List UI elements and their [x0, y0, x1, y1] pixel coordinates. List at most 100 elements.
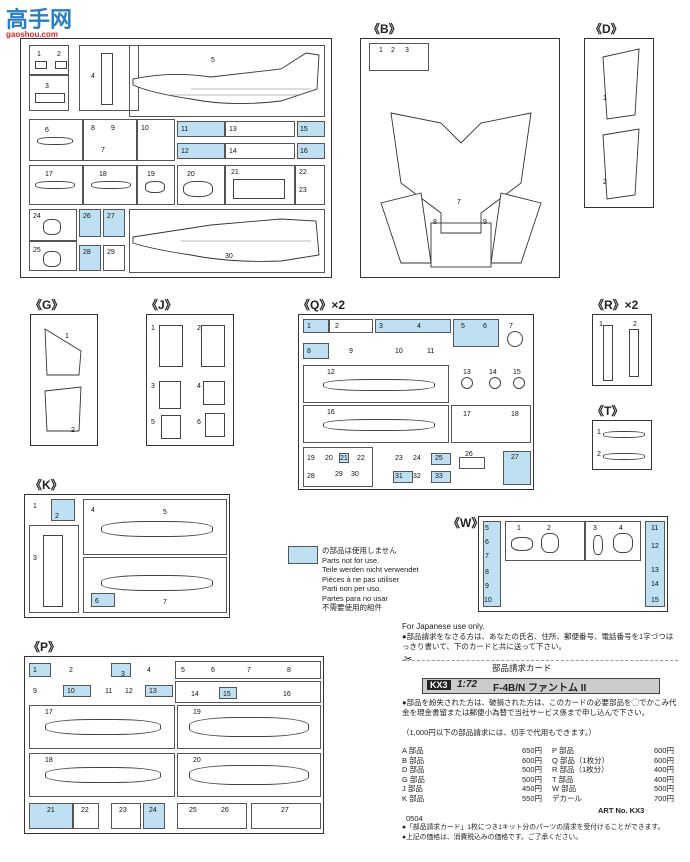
p-num-7: 7: [247, 667, 251, 674]
p-num-21: 21: [47, 807, 55, 814]
logo-text: 高手网: [6, 8, 73, 33]
w-num-13: 13: [651, 567, 659, 574]
label-r: 《R》×2: [592, 298, 639, 312]
part-q15: [513, 377, 525, 389]
w-num-1: 1: [517, 525, 521, 532]
t-num-1: 1: [597, 429, 601, 436]
a-cell-6: [29, 119, 83, 161]
part-w4: [613, 533, 633, 553]
cut-line: [402, 660, 678, 661]
w-num-4: 4: [619, 525, 623, 532]
j-num-1: 1: [151, 325, 155, 332]
p-num-22: 22: [81, 807, 89, 814]
q-cell-21-unused: [339, 453, 349, 463]
q-num-11: 11: [427, 348, 435, 355]
a-num-8: 8: [91, 125, 95, 132]
a-num-19: 19: [147, 171, 155, 178]
q-num-28: 28: [307, 473, 315, 480]
w-num-10: 10: [484, 597, 492, 604]
scissors-icon: ✂: [404, 654, 413, 665]
part-j6: [205, 413, 225, 437]
w-num-5: 5: [485, 525, 489, 532]
a-num-10: 10: [141, 125, 149, 132]
code-number: 0504: [406, 814, 423, 823]
sprue-b: 1 2 3 7 8 9: [360, 38, 560, 278]
card-footer-2: ●上記の価格は、消費税込みの価格です。ご了承ください。: [402, 834, 583, 841]
q-num-31: 31: [395, 473, 403, 480]
p-cell-24-unused: [143, 803, 165, 829]
sprue-a: 1 2 3 4 5 6 7 8 9 10 11 12 13 14 15 16 1…: [20, 38, 332, 278]
q-cell-5-6-unused: [453, 319, 499, 347]
sprue-r: 1 2: [592, 314, 652, 386]
k-cell-7: [83, 557, 227, 613]
k-num-3: 3: [33, 555, 37, 562]
part-q7: [507, 331, 523, 347]
w-cell-3-4: [585, 521, 641, 561]
card-code: KX3: [427, 680, 451, 690]
part-p18: [45, 767, 161, 783]
sprue-q: 1 2 3 4 5 6 7 8 9 10 11 12 13 14 15 16 1…: [298, 314, 534, 490]
label-w: 《W》: [448, 516, 484, 530]
w-num-9: 9: [485, 583, 489, 590]
p-num-11: 11: [105, 688, 113, 695]
fuselage-half-5: [132, 52, 320, 105]
q-cell-16: [303, 405, 449, 443]
q-num-6: 6: [483, 323, 487, 330]
p-num-10: 10: [67, 688, 75, 695]
a-num-16: 16: [300, 148, 308, 155]
art-number: ART No. KX3: [598, 806, 645, 815]
g-num-1: 1: [65, 333, 69, 340]
w-num-11: 11: [651, 525, 659, 532]
q-num-1: 1: [307, 323, 311, 330]
label-k: 《K》: [30, 478, 63, 492]
g-num-2: 2: [71, 427, 75, 434]
a-num-22: 22: [299, 169, 307, 176]
q-cell-17-18: [451, 405, 531, 443]
b-num-2: 2: [391, 47, 395, 54]
a-cell-10: [137, 119, 175, 161]
a-cell-26-unused: [79, 209, 101, 237]
part-q14: [489, 377, 501, 389]
a-num-4: 4: [91, 73, 95, 80]
a-num-13: 13: [229, 126, 237, 133]
p-cell-25-26: [177, 803, 247, 829]
rudder-g: [44, 328, 82, 432]
w-num-6: 6: [485, 539, 489, 546]
part-a1: [35, 61, 47, 69]
q-num-8: 8: [307, 348, 311, 355]
part-q16: [323, 419, 435, 431]
order-note-2: ●部品を紛失された方は、破損された方は、このカードの必要部品を◯でかこみ代金を現…: [402, 698, 677, 717]
part-a17: [35, 181, 75, 189]
p-num-20: 20: [193, 757, 201, 764]
p-num-25: 25: [189, 807, 197, 814]
q-num-14: 14: [489, 369, 497, 376]
part-t1: [603, 431, 645, 438]
part-k7: [101, 575, 213, 591]
part-k3: [43, 535, 63, 607]
q-num-4: 4: [417, 323, 421, 330]
p-num-12: 12: [125, 688, 133, 695]
part-a20: [183, 181, 213, 197]
k-num-1: 1: [33, 503, 37, 510]
a-cell-18: [83, 165, 137, 205]
order-note-1: ●部品請求をなさる方は、あなたの氏名、住所、郵便番号、電話番号を1字づつはっきり…: [402, 632, 674, 651]
w-num-12: 12: [651, 543, 659, 550]
a-num-18: 18: [99, 171, 107, 178]
label-j: 《J》: [146, 298, 177, 312]
w-num-2: 2: [547, 525, 551, 532]
q-num-9: 9: [349, 348, 353, 355]
q-num-24: 24: [413, 455, 421, 462]
p-num-19: 19: [193, 709, 201, 716]
part-a6: [37, 137, 73, 145]
b-num-9: 9: [483, 219, 487, 226]
q-cell-31-unused: [393, 471, 413, 483]
a-num-9: 9: [111, 125, 115, 132]
a-cell-3: [29, 75, 69, 111]
a-num-30: 30: [225, 253, 233, 260]
a-num-27: 27: [107, 213, 115, 220]
part-j1: [159, 325, 183, 367]
